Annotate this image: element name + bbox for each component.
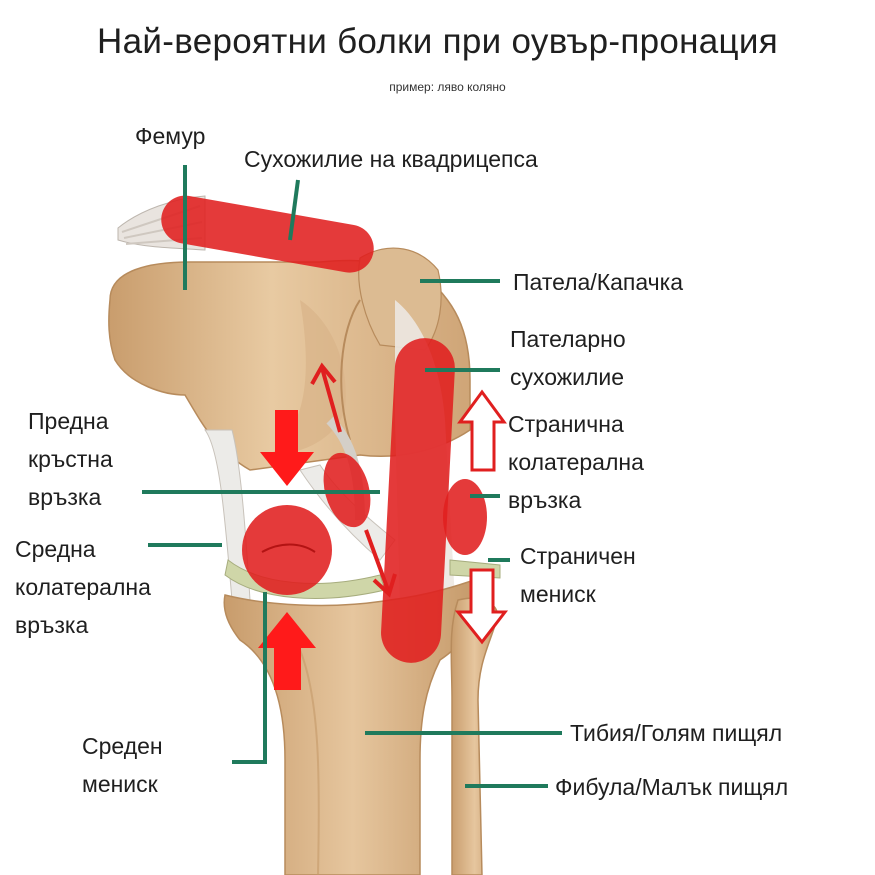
stress-arrow-up <box>310 362 342 433</box>
label-tibia: Тибия/Голям пищял <box>570 720 783 746</box>
label-quad-tendon: Сухожилие на квадрицепса <box>244 146 538 172</box>
fibula-bone <box>450 597 499 875</box>
pain-patellar-tendon <box>381 338 455 663</box>
page-title: Най-вероятни болки при оувър-пронация <box>97 22 778 61</box>
tension-arrow-down <box>454 568 509 645</box>
pain-lcl <box>443 479 487 555</box>
compression-arrow-up <box>258 612 316 690</box>
compression-arrow-down <box>260 410 314 486</box>
label-mcl: Средна колатерална връзка <box>15 536 151 638</box>
patella-bone <box>358 247 442 351</box>
label-patella: Патела/Капачка <box>513 269 683 295</box>
tibia-bone <box>223 576 482 875</box>
label-femur: Фемур <box>135 123 206 149</box>
label-lcl: Странична колатерална връзка <box>508 411 644 513</box>
tension-arrow-up <box>457 389 507 472</box>
page-subtitle: пример: ляво коляно <box>389 80 506 94</box>
stress-arrow-down <box>364 529 397 598</box>
pain-medial-meniscus <box>242 505 332 595</box>
label-acl: Предна кръстна връзка <box>28 408 113 510</box>
leader-quad-tendon <box>288 179 300 241</box>
label-fibula: Фибула/Малък пищял <box>555 774 789 800</box>
label-patellar-tendon: Пателарно сухожилие <box>510 326 626 390</box>
label-medial-meniscus: Среден мениск <box>82 733 163 797</box>
pain-quad-tendon <box>161 195 374 273</box>
leader-medial-meniscus <box>232 592 267 764</box>
label-lateral-meniscus: Страничен мениск <box>520 543 636 607</box>
